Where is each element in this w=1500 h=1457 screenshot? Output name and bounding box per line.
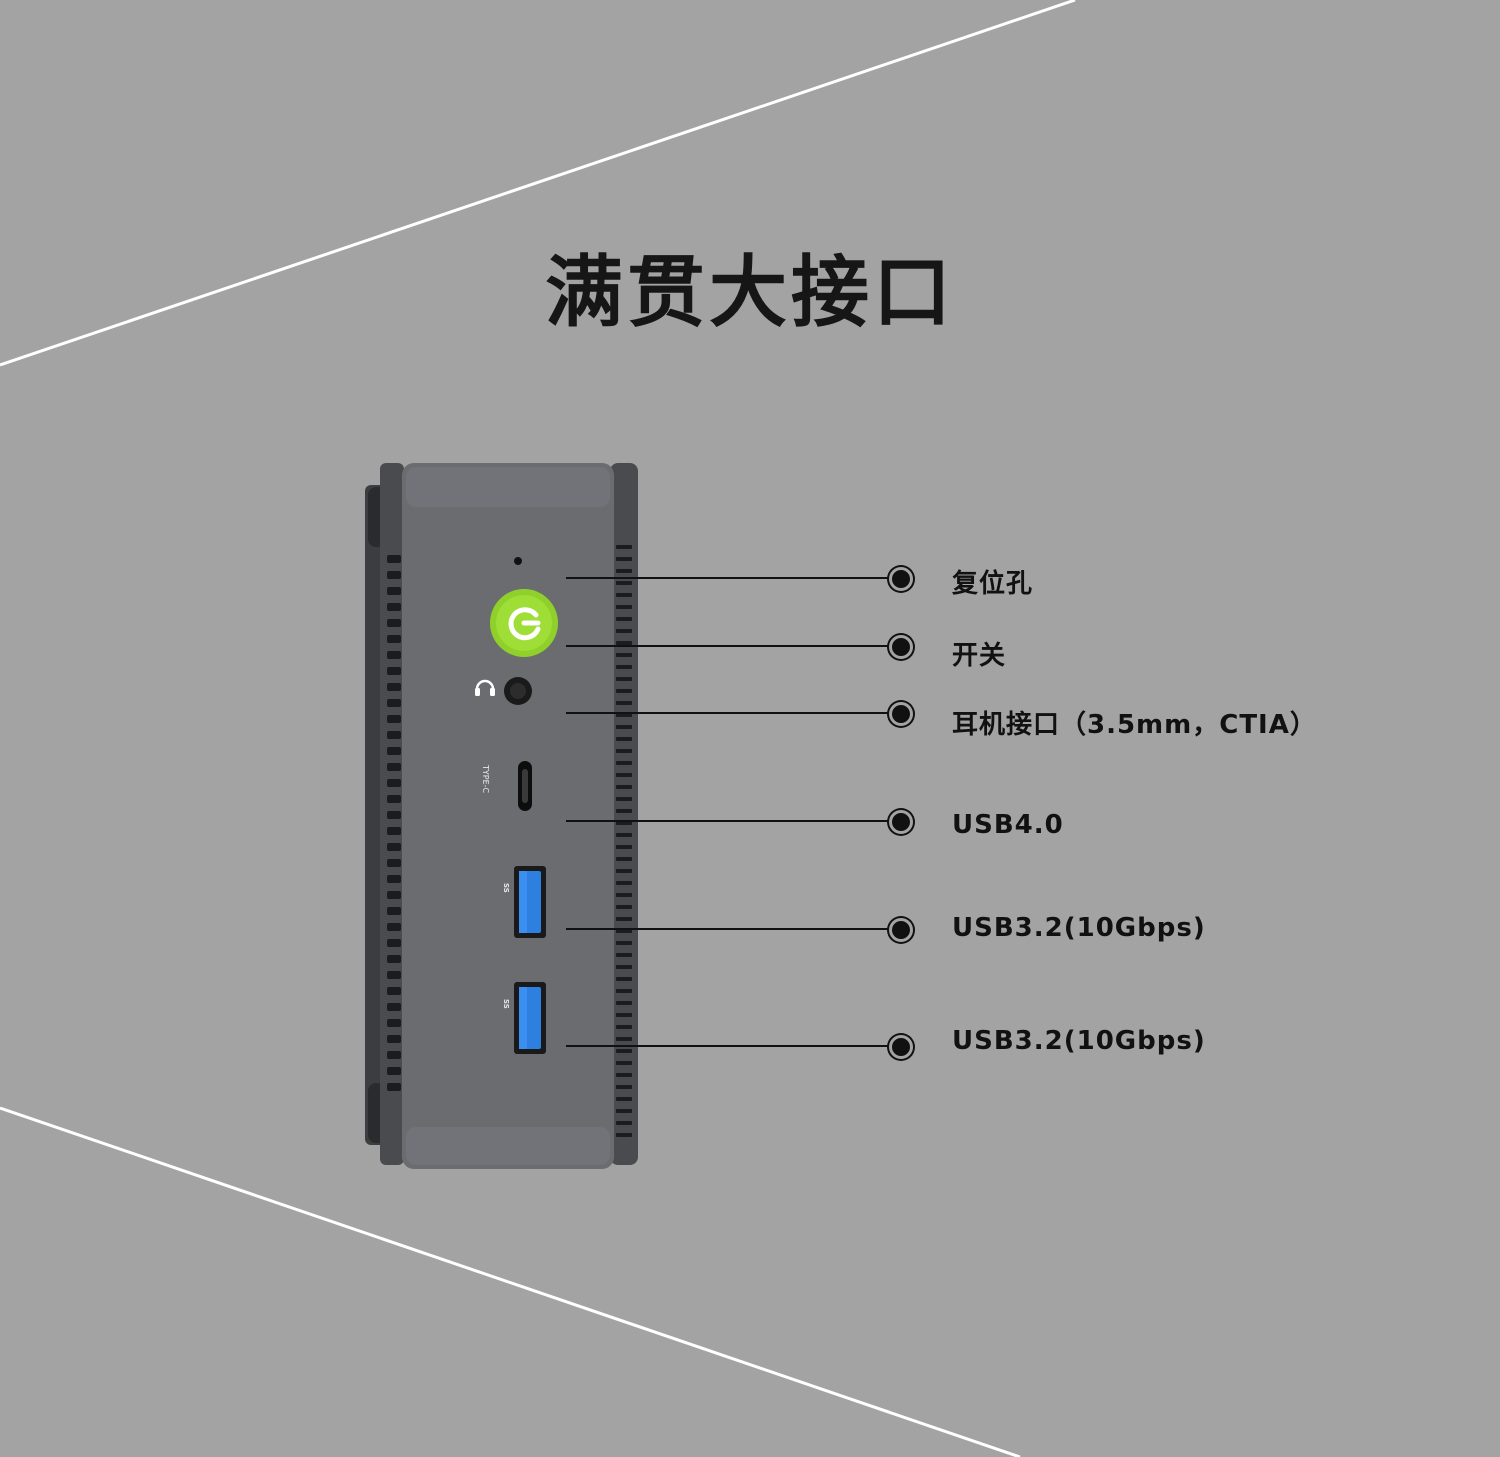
vent-slot <box>616 869 632 873</box>
usb-ss-marking-1: SS <box>502 883 510 893</box>
vent-slot <box>387 859 401 867</box>
vent-slot <box>616 725 632 729</box>
vent-slot <box>616 977 632 981</box>
vent-slot <box>616 917 632 921</box>
vent-slot <box>387 971 401 979</box>
vent-slot <box>387 1035 401 1043</box>
vent-slot <box>616 689 632 693</box>
vent-slot <box>616 545 632 549</box>
vent-slot <box>616 773 632 777</box>
vent-slot <box>387 715 401 723</box>
vent-slot <box>387 555 401 563</box>
vent-slot <box>616 1013 632 1017</box>
mini-pc-illustration <box>365 463 638 1169</box>
vent-slot <box>387 1003 401 1011</box>
vent-slot <box>387 923 401 931</box>
vent-slot <box>387 1019 401 1027</box>
vent-slot <box>616 809 632 813</box>
vent-slot <box>387 635 401 643</box>
vent-slot <box>616 1085 632 1089</box>
vent-slot <box>387 955 401 963</box>
vent-slot <box>387 939 401 947</box>
vent-slot <box>616 677 632 681</box>
vent-slot <box>616 641 632 645</box>
vent-slot <box>387 699 401 707</box>
vent-slot <box>616 881 632 885</box>
vent-slot <box>616 1109 632 1113</box>
vent-slot <box>616 617 632 621</box>
vent-slot <box>387 667 401 675</box>
vent-slot <box>616 1037 632 1041</box>
typec-marking: TYPE-C <box>481 765 490 794</box>
vent-slot <box>387 683 401 691</box>
vent-slot <box>616 965 632 969</box>
vent-slot <box>387 1051 401 1059</box>
vent-slot <box>387 811 401 819</box>
vent-slot <box>616 665 632 669</box>
vent-slot <box>387 795 401 803</box>
vent-slot <box>616 569 632 573</box>
vent-slot <box>616 1133 632 1137</box>
vent-slot <box>616 557 632 561</box>
vent-slot <box>387 587 401 595</box>
vent-slot <box>616 857 632 861</box>
vent-slot <box>387 891 401 899</box>
vent-slot <box>616 701 632 705</box>
vent-slot <box>387 619 401 627</box>
vent-slot <box>616 605 632 609</box>
vent-slot <box>616 821 632 825</box>
vent-slot <box>387 779 401 787</box>
vent-slot <box>616 1025 632 1029</box>
vent-slot <box>387 571 401 579</box>
vent-slot <box>616 797 632 801</box>
vent-slot <box>616 953 632 957</box>
vent-slot <box>616 833 632 837</box>
vent-slot <box>387 1067 401 1075</box>
vent-slot <box>616 761 632 765</box>
page-title: 满贯大接口 <box>544 248 955 338</box>
vent-slot <box>387 651 401 659</box>
vent-slot <box>387 731 401 739</box>
vent-slot <box>616 845 632 849</box>
vent-slot <box>387 907 401 915</box>
vent-slot <box>616 1097 632 1101</box>
vent-slot <box>387 987 401 995</box>
vent-slot <box>616 1001 632 1005</box>
vent-slot <box>387 827 401 835</box>
vent-slot <box>616 785 632 789</box>
vent-slot <box>616 593 632 597</box>
vent-slot <box>616 929 632 933</box>
vent-slot <box>616 893 632 897</box>
vent-slot <box>387 747 401 755</box>
vent-slot <box>616 1061 632 1065</box>
vent-slot <box>387 843 401 851</box>
vent-slot <box>616 581 632 585</box>
vent-slot <box>616 941 632 945</box>
vent-slot <box>387 1083 401 1091</box>
vent-slot <box>616 737 632 741</box>
vent-slot <box>387 603 401 611</box>
vent-slot <box>616 653 632 657</box>
vent-slot <box>387 875 401 883</box>
vent-slot <box>616 1049 632 1053</box>
vent-slot <box>616 713 632 717</box>
vent-slot <box>616 629 632 633</box>
vent-slot <box>616 905 632 909</box>
vent-slot <box>616 1121 632 1125</box>
vent-slot <box>616 989 632 993</box>
usb-ss-marking-2: SS <box>502 999 510 1009</box>
mini-pc-front-panel: TYPE-C SS SS <box>360 455 650 1175</box>
vent-slot <box>616 1073 632 1077</box>
vent-slot <box>616 749 632 753</box>
vent-slot <box>387 763 401 771</box>
